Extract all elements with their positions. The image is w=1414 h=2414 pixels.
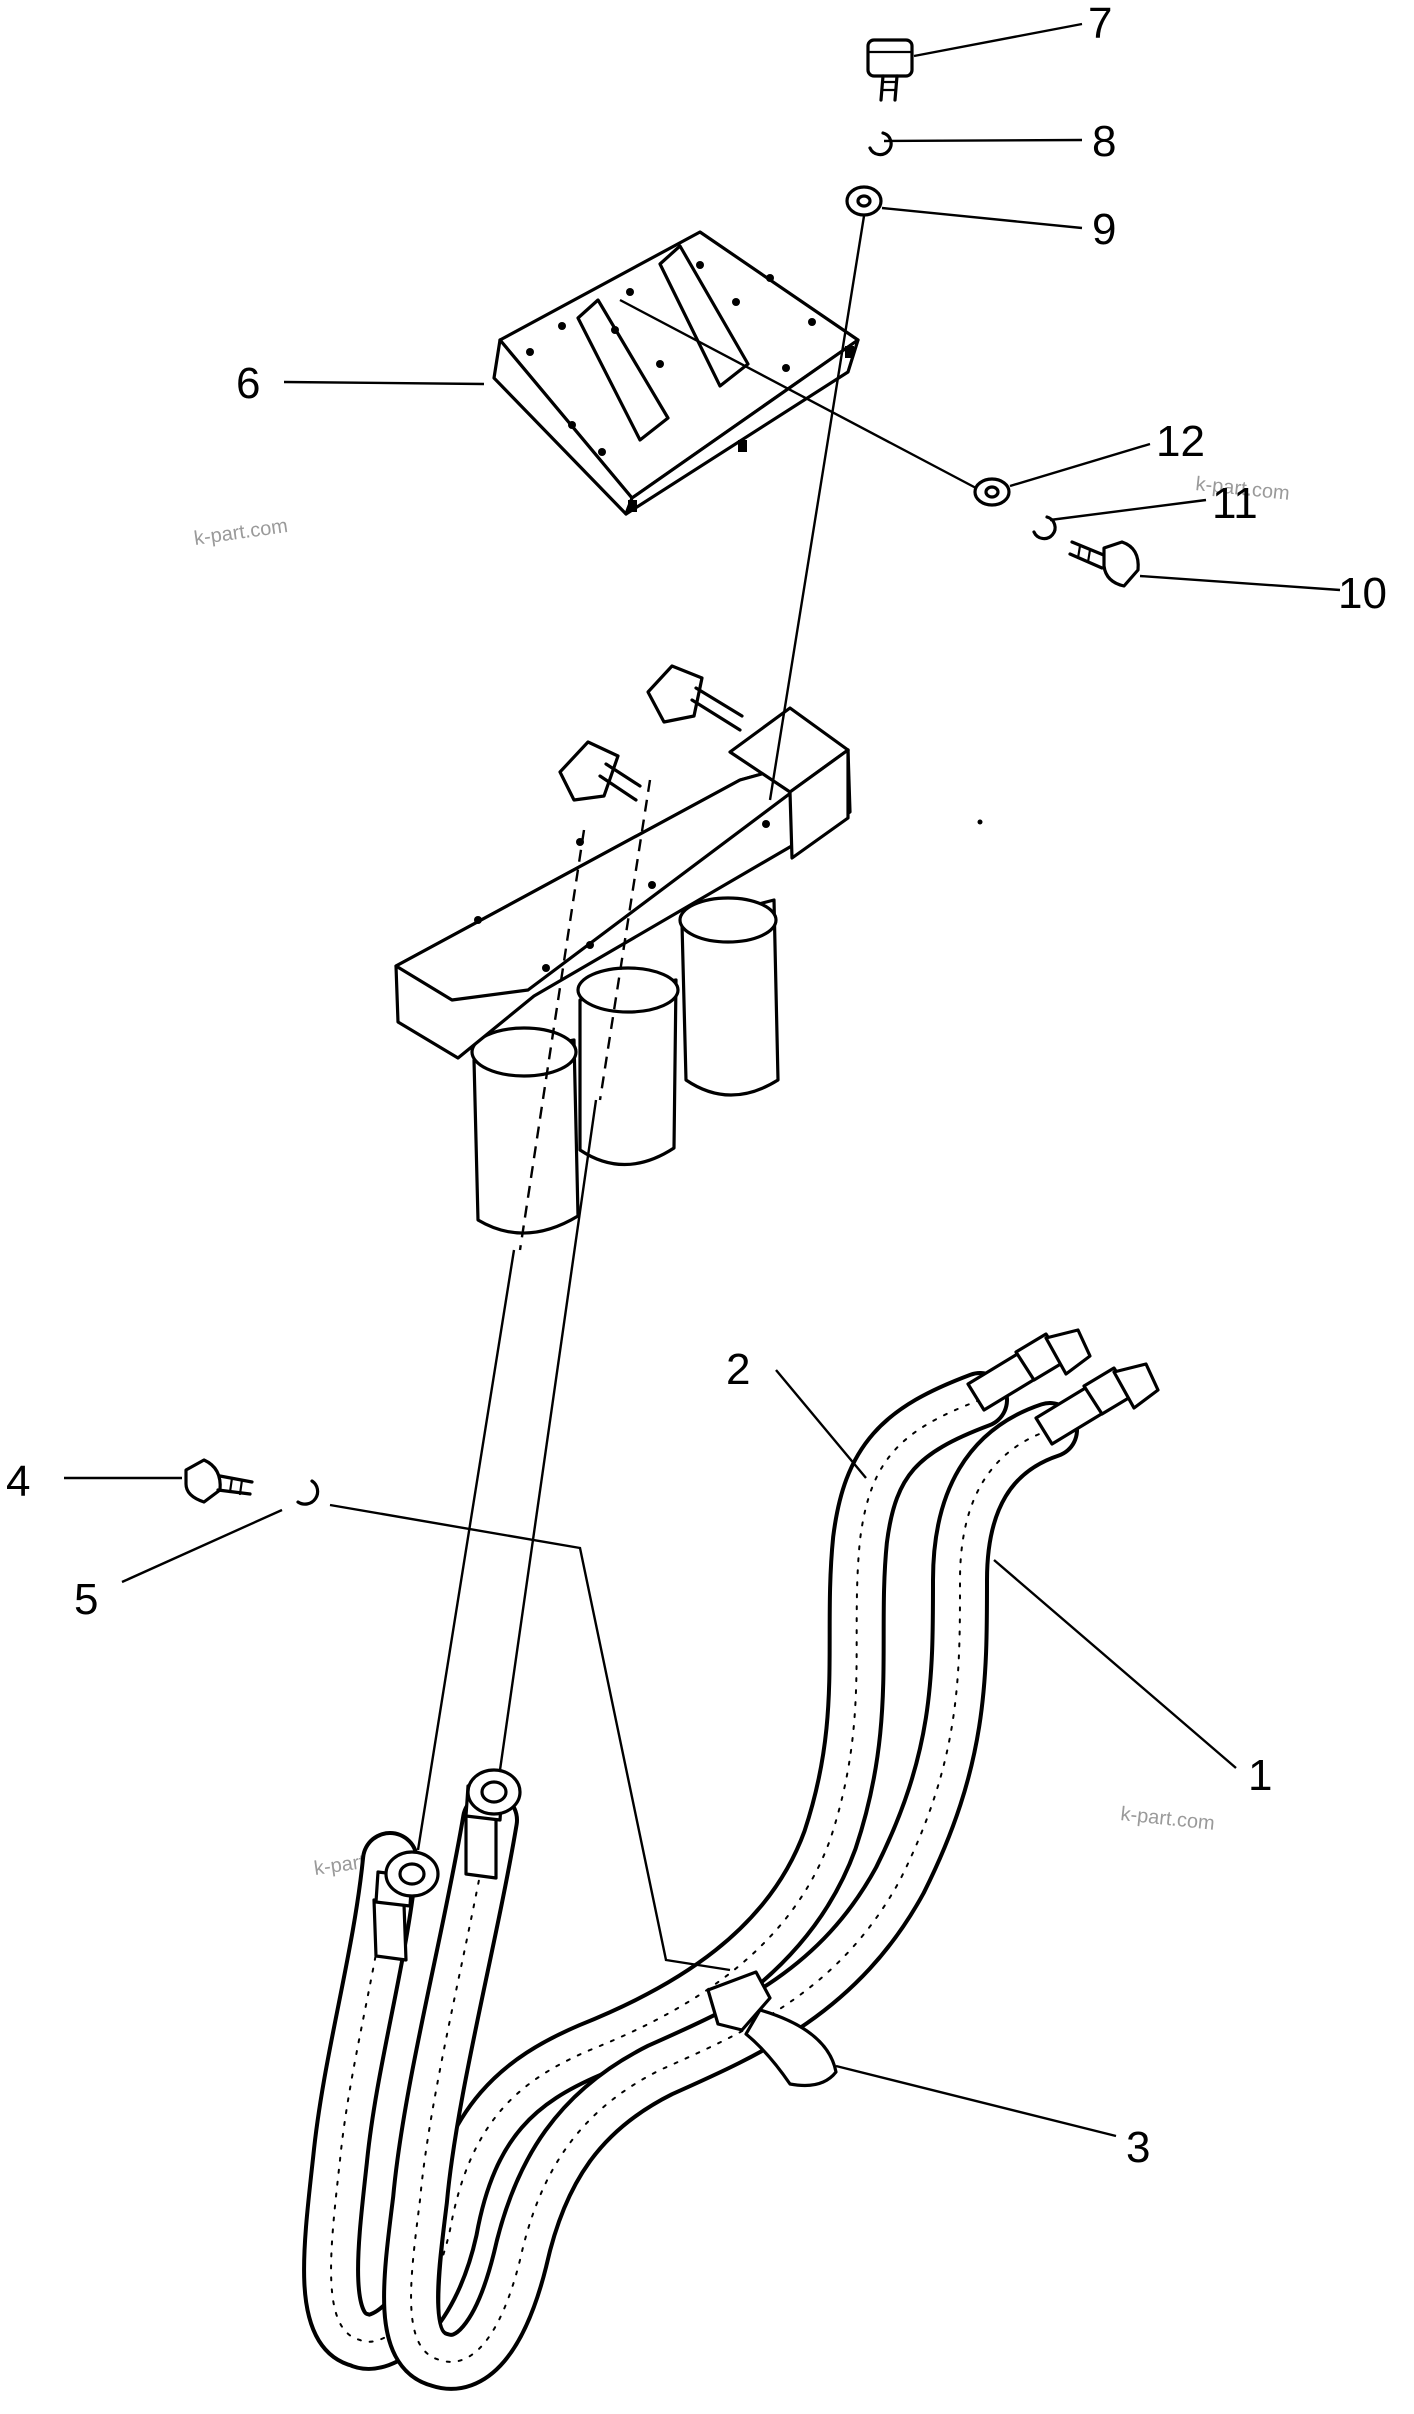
callout-11: 11	[1212, 479, 1258, 528]
callout-6: 6	[236, 359, 260, 408]
callout-5: 5	[74, 1575, 98, 1624]
bolt-10	[1068, 540, 1140, 588]
leader-line	[835, 2064, 1117, 2138]
leader-line	[1139, 574, 1341, 592]
leader-line	[913, 22, 1083, 58]
leader-line	[1009, 442, 1151, 488]
guide-line	[416, 1249, 516, 1851]
callout-7: 7	[1088, 0, 1112, 48]
leader-line	[881, 206, 1083, 230]
leader-line	[775, 1369, 867, 1479]
watermark: k-part.com	[193, 515, 290, 550]
spring-washer-8	[868, 131, 893, 157]
bolt-7	[866, 38, 914, 102]
leader-line	[993, 1559, 1237, 1769]
bolt-4	[184, 1458, 254, 1504]
clamp-3	[706, 1970, 838, 2088]
callout-4: 4	[6, 1457, 30, 1506]
callout-8: 8	[1092, 117, 1116, 166]
callout-2: 2	[726, 1345, 750, 1394]
hose-fitting-lower	[372, 1768, 522, 1962]
leader-line	[1049, 498, 1207, 522]
bracket-6	[492, 230, 860, 516]
leader-line	[283, 380, 485, 386]
leader-line	[121, 1508, 283, 1584]
leader-line	[883, 138, 1083, 143]
callout-1: 1	[1248, 1751, 1272, 1800]
hose-1	[382, 1401, 1079, 2391]
filter-assembly	[394, 215, 977, 1251]
hose-fitting-upper	[966, 1328, 1160, 1446]
watermark: k-part.com	[1119, 1803, 1215, 1835]
guide-line	[329, 1503, 731, 1972]
callout-12: 12	[1156, 417, 1205, 466]
callout-9: 9	[1092, 205, 1116, 254]
guide-line	[498, 1099, 598, 1771]
stray-dot	[977, 819, 983, 825]
spring-washer-5	[296, 1479, 320, 1506]
flat-washer-9	[845, 185, 883, 217]
callout-10: 10	[1338, 569, 1387, 618]
hose-2	[302, 1371, 1009, 2371]
flat-washer-12	[973, 477, 1011, 507]
callout-3: 3	[1126, 2123, 1150, 2172]
